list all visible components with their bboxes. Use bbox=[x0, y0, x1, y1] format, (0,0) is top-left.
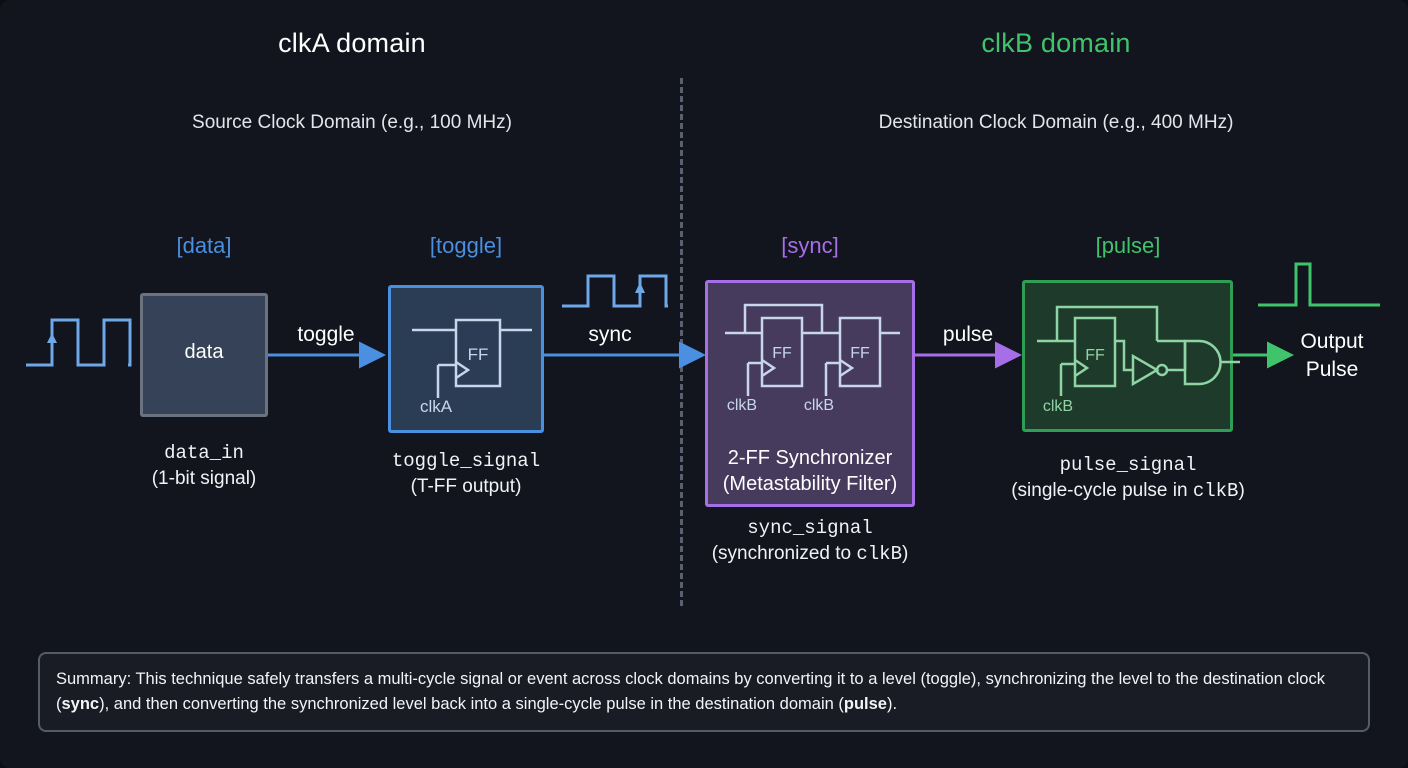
pulse-logic-symbols bbox=[1037, 305, 1240, 396]
caption-pulse-signal: pulse_signal (single-cycle pulse in clkB… bbox=[997, 452, 1259, 504]
tag-pulse: [pulse] bbox=[1095, 233, 1161, 258]
caption-toggle-line2: (T-FF output) bbox=[410, 476, 522, 497]
summary-suffix: ). bbox=[886, 695, 898, 713]
caption-sync-line2: (synchronized to clkB) bbox=[711, 543, 909, 565]
caption-sync-line1: sync_signal bbox=[747, 517, 873, 539]
wire-label-sync: sync bbox=[588, 323, 632, 346]
clka-domain-subtitle: Source Clock Domain (e.g., 100 MHz) bbox=[192, 112, 512, 133]
caption-pulse-line2: (single-cycle pulse in clkB) bbox=[1011, 480, 1245, 502]
caption-pulse-line1: pulse_signal bbox=[1059, 454, 1197, 476]
toggle-clock-label: clkA bbox=[420, 397, 453, 416]
sync-clock2-label: clkB bbox=[804, 397, 834, 414]
tag-data: [data] bbox=[176, 233, 232, 258]
clkb-domain-subtitle: Destination Clock Domain (e.g., 400 MHz) bbox=[878, 112, 1234, 133]
block-sync-label-line2: (Metastability Filter) bbox=[722, 473, 898, 495]
summary-prefix: Summary: This technique safely transfers… bbox=[56, 670, 1325, 713]
summary-middle: ), and then converting the synchronized … bbox=[99, 695, 844, 713]
block-data-label: data bbox=[184, 341, 224, 363]
toggle-ff-label: FF bbox=[468, 345, 489, 364]
tag-sync: [sync] bbox=[781, 233, 839, 258]
block-pulse[interactable] bbox=[1022, 280, 1233, 432]
caption-sync-signal: sync_signal (synchronized to clkB) bbox=[700, 515, 920, 567]
pulse-clock-label: clkB bbox=[1043, 398, 1073, 415]
caption-toggle-signal: toggle_signal (T-FF output) bbox=[366, 448, 566, 500]
caption-data-in-line2: (1-bit signal) bbox=[151, 468, 257, 489]
caption-data-in-line1: data_in bbox=[164, 442, 244, 464]
pulse-ff-label: FF bbox=[1085, 347, 1105, 364]
output-pulse-waveform bbox=[1258, 262, 1380, 307]
output-pulse-line1: Output bbox=[1300, 330, 1364, 353]
summary-bold-pulse: pulse bbox=[843, 695, 887, 713]
wire-label-pulse: pulse bbox=[942, 323, 994, 346]
sync-ff-chain bbox=[725, 303, 900, 396]
sync-waveform bbox=[562, 274, 668, 308]
sync-ff2-label: FF bbox=[850, 345, 870, 362]
tag-toggle: [toggle] bbox=[429, 233, 503, 258]
clka-domain-title: clkA domain bbox=[278, 28, 426, 58]
toggle-ff-symbol bbox=[412, 318, 532, 398]
wire-label-toggle: toggle bbox=[297, 323, 355, 346]
caption-toggle-line1: toggle_signal bbox=[391, 450, 541, 472]
output-pulse-line2: Pulse bbox=[1305, 358, 1359, 381]
block-data[interactable]: data bbox=[140, 293, 268, 417]
block-sync-label-line1: 2-FF Synchronizer bbox=[727, 447, 893, 469]
block-toggle[interactable] bbox=[388, 285, 544, 433]
sync-clock1-label: clkB bbox=[727, 397, 757, 414]
summary-box: Summary: This technique safely transfers… bbox=[38, 652, 1370, 732]
data-in-waveform bbox=[26, 318, 132, 367]
summary-bold-sync: sync bbox=[61, 695, 100, 713]
clkb-domain-title: clkB domain bbox=[981, 28, 1131, 58]
output-pulse-label: Output Pulse bbox=[1262, 328, 1402, 384]
sync-ff1-label: FF bbox=[772, 345, 792, 362]
caption-data-in: data_in (1-bit signal) bbox=[104, 440, 304, 492]
